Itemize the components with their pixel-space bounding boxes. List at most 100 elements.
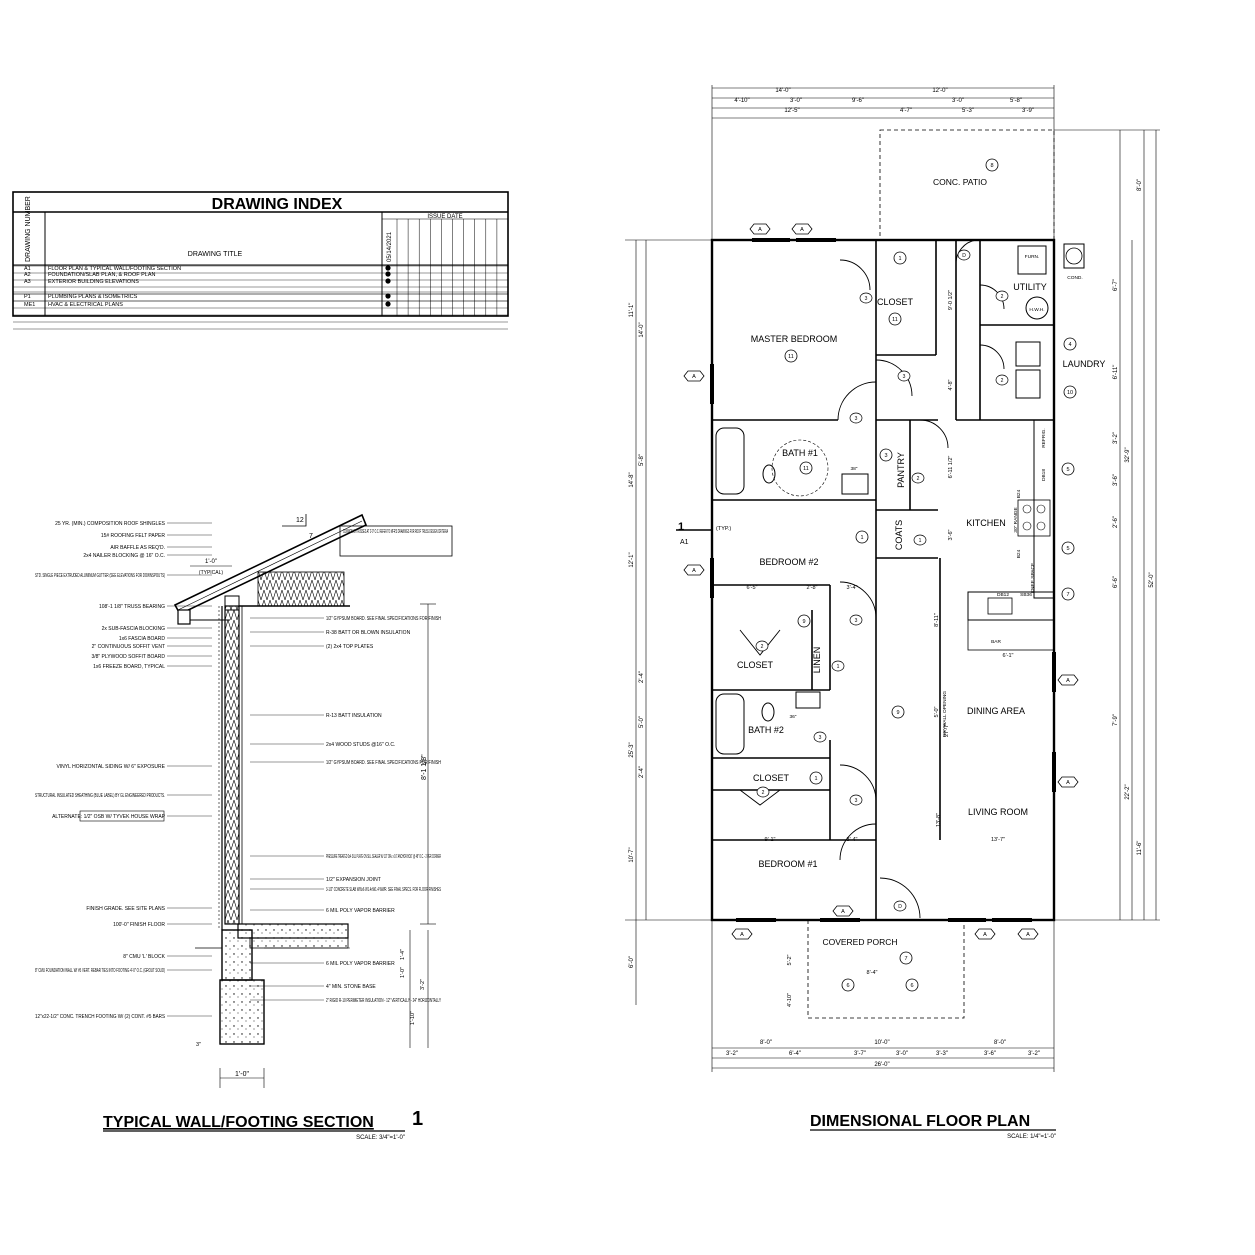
wall-height-dim: 8'-1 1/8" (421, 754, 428, 780)
left-note: 8" CMU FOUNDATION WALL W/ #5 VERT. REBAR… (35, 968, 165, 974)
section-scale: SCALE: 3/4"=1'-0" (356, 1135, 405, 1141)
keynote-number: 4 (1068, 342, 1071, 348)
truss-note-box (339, 525, 453, 557)
footing-width-dim: 1'-0" (235, 1071, 249, 1078)
dryer (1015, 369, 1041, 399)
keynote-number: 10 (1067, 390, 1073, 396)
left-note: 8" CMU 'L' BLOCK (123, 954, 165, 960)
equipment-label: 36" (789, 714, 796, 720)
window-tag (791, 223, 813, 235)
keynote-tag (1061, 587, 1075, 601)
keynote-number: 3 (884, 453, 887, 459)
door-tag (893, 900, 907, 912)
col-drawing-number: DRAWING NUMBER (25, 196, 32, 262)
water-heater (1025, 296, 1049, 320)
issue-date: 05/14/2021 (387, 231, 393, 262)
interior-dim: 4'-10" (787, 993, 793, 1007)
door-tag-letter: D (962, 253, 966, 259)
left-note: STRUCTURAL INSULATED SHEATHING (BLUE LAB… (35, 793, 165, 799)
keynote-tag (891, 705, 905, 719)
right-note: 2" RIGID R-10 PERIMETER INSULATION - 12"… (326, 998, 441, 1004)
right-note: 2x4 WOOD STUDS @16" O.C. (326, 742, 395, 748)
door-tag (995, 290, 1009, 302)
keynote-tag (899, 951, 913, 965)
door-tag-letter: 3 (819, 735, 822, 741)
right-dim: 6'-6" (1113, 576, 1119, 588)
left-note: STD. SINGLE PIECE EXTRUDED ALUMINUM GUTT… (35, 573, 165, 579)
bathtub-1 (715, 427, 745, 495)
right-note: (2) 2x4 TOP PLATES (326, 644, 374, 650)
issue-date-columns (396, 219, 498, 316)
bottom-dim: 6'-4" (789, 1051, 801, 1057)
room-label: BEDROOM #1 (758, 859, 817, 869)
keynote-tag (985, 158, 999, 172)
window-tag (1057, 674, 1079, 686)
top-dim: 12'-5" (784, 108, 799, 114)
bottom-dim: 8'-0" (994, 1040, 1006, 1046)
equipment-label: 30" RANGE (1013, 507, 1019, 532)
keynote-number: 6 (910, 983, 913, 989)
doors (739, 239, 1005, 919)
door-tag-letter: 2 (762, 790, 765, 796)
vanity-2 (795, 691, 821, 709)
room-label: LINEN (812, 647, 822, 674)
typical-note: (TYPICAL) (199, 570, 224, 576)
issue-dot (385, 271, 391, 277)
left-note: 1x6 FASCIA BOARD (119, 636, 166, 642)
window-tag-letter: A (800, 227, 804, 233)
door-tag (849, 794, 863, 806)
issue-dot (385, 293, 391, 299)
interior-dim: 27'-7" (944, 723, 950, 737)
concrete-slab (237, 923, 349, 939)
keynote-number: 9 (896, 710, 899, 716)
right-note: PRESSURE TREATED 2x4 SILL PLATE ON SILL … (326, 854, 441, 860)
right-dim: 7'-9" (1113, 714, 1119, 726)
room-label: CLOSET (737, 660, 774, 670)
plan-title: DIMENSIONAL FLOOR PLAN (810, 1113, 1030, 1130)
top-dim: 9'-6" (852, 98, 864, 104)
index-row-number: A1 (24, 266, 31, 272)
equipment-label: DB12 (997, 592, 1009, 598)
window-tag-letter: A (740, 932, 744, 938)
door-tag (756, 786, 770, 798)
equipment-label: BAR (991, 639, 1001, 645)
left-note: AIR BAFFLE AS REQ'D. (110, 545, 165, 551)
left-note: 2x4 NAILER BLOCKING @ 16" O.C. (83, 553, 165, 559)
keynote-tag (855, 530, 869, 544)
keynote-tag (1063, 337, 1077, 351)
window-tag-letter: A (1066, 780, 1070, 786)
index-row-number: ME1 (24, 302, 35, 308)
keynote-number: 11 (788, 354, 794, 360)
keynote-number: 9 (802, 619, 805, 625)
section-small-dim: 3" (196, 1042, 201, 1048)
section-small-dim: 1'-0" (400, 967, 406, 978)
keynote-tag (841, 978, 855, 992)
turning-circle (771, 439, 829, 497)
kitchen-island (967, 591, 1055, 621)
equipment-label: REFRIG. (1041, 428, 1047, 447)
left-dim: 2'-4" (639, 766, 645, 778)
room-label: UTILITY (1013, 282, 1047, 292)
keynote-number: 5 (1066, 546, 1069, 552)
index-title: DRAWING INDEX (212, 196, 343, 213)
issue-date-label: ISSUE DATE (427, 214, 462, 220)
keynote-tag (809, 771, 823, 785)
keynote-number: 11 (892, 317, 898, 323)
right-note: 3-1/2" CONCRETE SLAB W/6x6 W1.4xW1.4 WWR… (326, 887, 441, 893)
door-tag-letter: 1 (837, 664, 840, 670)
equipment-label: B24 (1016, 489, 1022, 498)
cmu-foundation-wall (221, 929, 253, 981)
door-tag-letter: 2 (1001, 294, 1004, 300)
wall-footing-section: 12 7 8'-1 1/8" 1'-0" 1'-0" (35, 513, 453, 1141)
slope-den: 7 (309, 533, 313, 540)
interior-dim: 3'-4" (847, 585, 858, 591)
slope-indicator (282, 514, 307, 527)
index-row-title: HVAC & ELECTRICAL PLANS (48, 302, 123, 308)
right-note: 4" MIN. STONE BASE (326, 984, 376, 990)
kitchen-sink (987, 597, 1013, 615)
section-right-notes: COMMON 2x TRUSSES AT 2'-0" O.C. REFER TO… (250, 529, 448, 1004)
room-label: KITCHEN (966, 518, 1006, 528)
door-tag (957, 249, 971, 261)
window-tag (1057, 776, 1079, 788)
